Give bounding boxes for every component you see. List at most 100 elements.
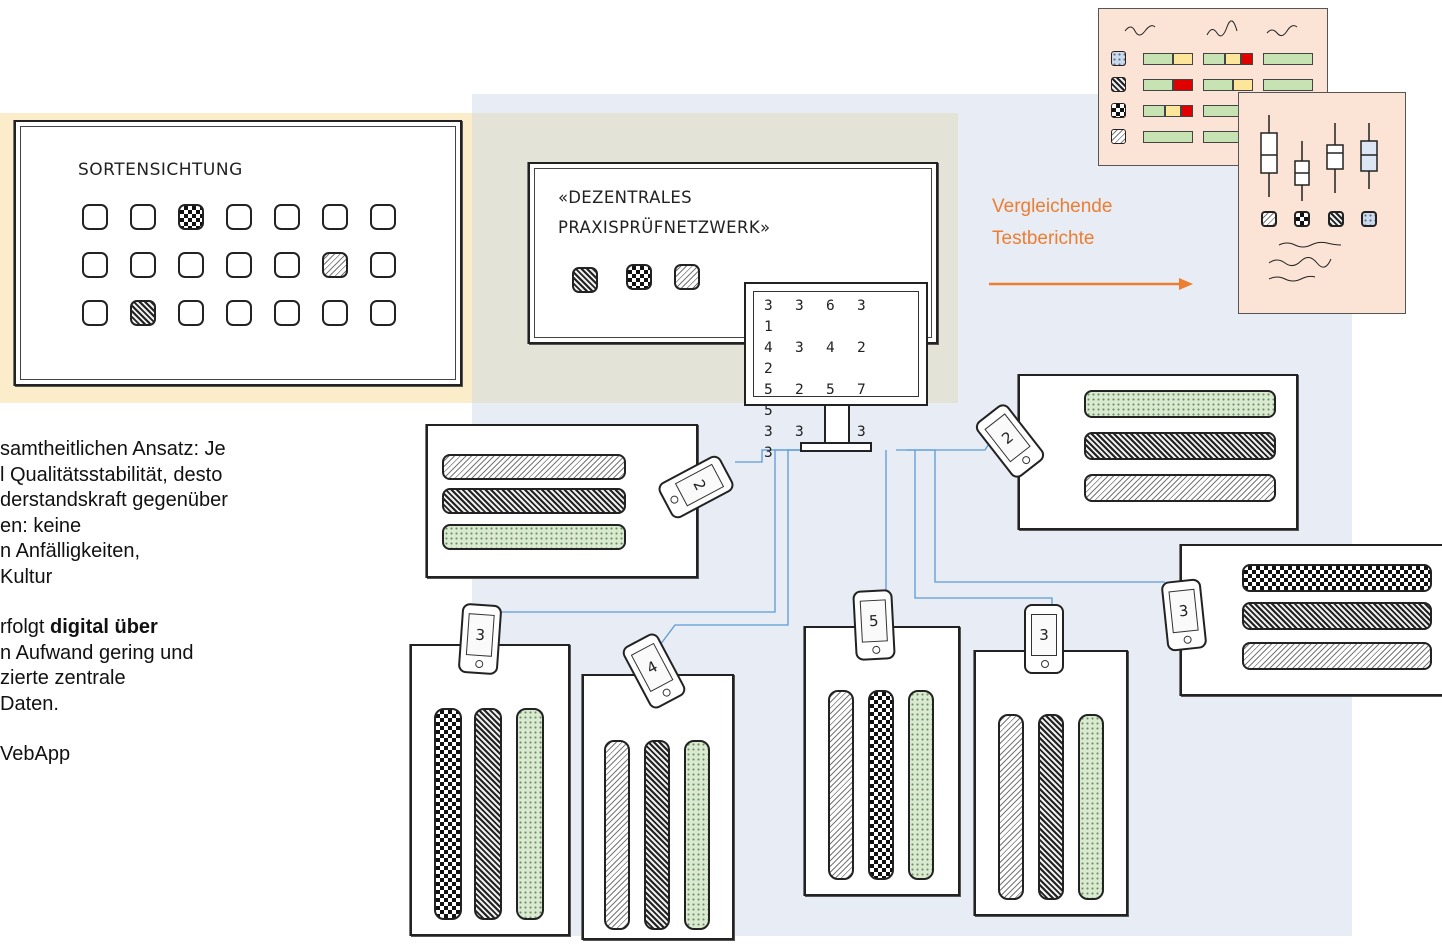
field-plot-3 <box>1180 544 1442 696</box>
plot-strip <box>908 690 934 880</box>
matrix-cell: 3 <box>857 424 866 440</box>
plot-strip <box>868 690 894 880</box>
report-variety-icon <box>1111 77 1126 92</box>
plot-strip <box>1084 432 1276 460</box>
text-line: VebApp <box>0 743 71 765</box>
field-plot-7 <box>974 650 1128 916</box>
field-plot-4 <box>410 644 570 936</box>
matrix-cell: 3 <box>764 424 773 440</box>
report-chip <box>1233 79 1253 91</box>
report-boxplot-chart <box>1260 115 1378 282</box>
text-line: n Aufwand gering und <box>0 641 194 664</box>
matrix-cell: 3 <box>764 445 773 461</box>
monitor-neck <box>824 406 850 444</box>
variety-square <box>322 300 348 326</box>
network-board: «DEZENTRALES PRAXISPRÜFNETZWERK» <box>528 162 938 344</box>
smartphone: 3 <box>457 602 503 676</box>
matrix-cell: 3 <box>795 298 804 314</box>
report-chip <box>1143 105 1165 117</box>
variety-square <box>82 204 108 230</box>
matrix-cell: 4 <box>764 340 773 356</box>
monitor-screen: 33631434225257533133 <box>753 291 919 461</box>
report-chip <box>1143 131 1193 143</box>
network-title-line2: PRAXISPRÜFNETZWERK» <box>558 218 771 237</box>
phone-rating: 3 <box>1031 614 1057 656</box>
report-chip <box>1181 105 1193 117</box>
variety-square <box>226 204 252 230</box>
network-title-line1: «DEZENTRALES <box>558 188 693 207</box>
matrix-row: 5 2 5 7 5 <box>764 380 918 422</box>
variety-square <box>82 300 108 326</box>
matrix-cell: 2 <box>764 361 773 377</box>
text-line: n Anfälligkeiten, <box>0 540 141 562</box>
variety-square <box>274 204 300 230</box>
plot-strip <box>434 708 462 920</box>
text-line: rfolgt digital über <box>0 615 228 641</box>
matrix-cell: 2 <box>795 382 804 398</box>
field-plot-5 <box>582 674 734 940</box>
matrix-cell: 3 <box>764 298 773 314</box>
plot-strip <box>604 740 630 930</box>
plot-strip <box>1078 714 1104 900</box>
matrix-cell: 7 <box>857 382 866 398</box>
variety-square <box>130 300 156 326</box>
report-chip <box>1225 53 1241 65</box>
variety-square <box>178 300 204 326</box>
variety-square <box>226 252 252 278</box>
text-line: derstandskraft gegenüber <box>0 489 228 511</box>
text-line: l Qualitätsstabilität, desto <box>0 463 223 486</box>
report-chip <box>1143 79 1173 91</box>
arrow-label-line1: Vergleichende <box>992 196 1113 217</box>
plot-strip <box>644 740 670 930</box>
report-sparklines <box>1124 20 1298 37</box>
phone-rating: 3 <box>1168 588 1199 634</box>
variety-square <box>322 252 348 278</box>
report-variety-blue <box>1361 211 1377 227</box>
variety-square <box>130 252 156 278</box>
report-chip <box>1203 53 1225 65</box>
text-line: Kultur <box>0 565 53 588</box>
matrix-cell: 3 <box>795 424 804 440</box>
report-chip <box>1263 53 1313 65</box>
test-report-boxplots <box>1238 92 1406 314</box>
report-chip <box>1173 53 1193 65</box>
plot-strip <box>998 714 1024 900</box>
variety-square <box>274 300 300 326</box>
variety-square <box>274 252 300 278</box>
text-line: en: keine <box>0 514 82 537</box>
report-variety-icon <box>1111 129 1126 144</box>
text-line: samtheitlichen Ansatz: Je <box>0 438 226 460</box>
variety-square <box>226 300 252 326</box>
text-span: rfolgt <box>0 616 51 638</box>
report-chip <box>1173 79 1193 91</box>
smartphone: 3 <box>1160 578 1208 652</box>
matrix-cell: 2 <box>857 340 866 356</box>
plot-strip <box>442 488 626 514</box>
plot-strip <box>684 740 710 930</box>
plot-strip <box>1242 564 1432 592</box>
report-chip <box>1203 79 1233 91</box>
report-variety-hatch <box>1328 211 1344 227</box>
report-chip <box>1165 105 1181 117</box>
plot-strip <box>442 524 626 550</box>
field-plot-6 <box>804 626 960 896</box>
matrix-cell: 3 <box>857 298 866 314</box>
phone-rating: 3 <box>465 613 495 657</box>
phone-rating: 5 <box>859 599 888 643</box>
matrix-cell: 5 <box>764 382 773 398</box>
matrix-cell: 5 <box>764 403 773 419</box>
matrix-cell: 4 <box>826 340 835 356</box>
matrix-cell: 5 <box>826 382 835 398</box>
smartphone: 3 <box>1024 604 1064 674</box>
variety-square <box>178 252 204 278</box>
plot-strip <box>1084 474 1276 502</box>
variety-square <box>370 300 396 326</box>
field-plot-2 <box>1018 374 1298 530</box>
variety-screening-board: SORTENSICHTUNG <box>14 120 462 386</box>
field-plot-1 <box>426 424 698 578</box>
selected-variety-checker <box>626 264 652 290</box>
results-matrix: 33631434225257533133 <box>764 296 918 464</box>
plot-strip <box>1242 602 1432 630</box>
arrow-to-reports <box>989 278 1193 290</box>
